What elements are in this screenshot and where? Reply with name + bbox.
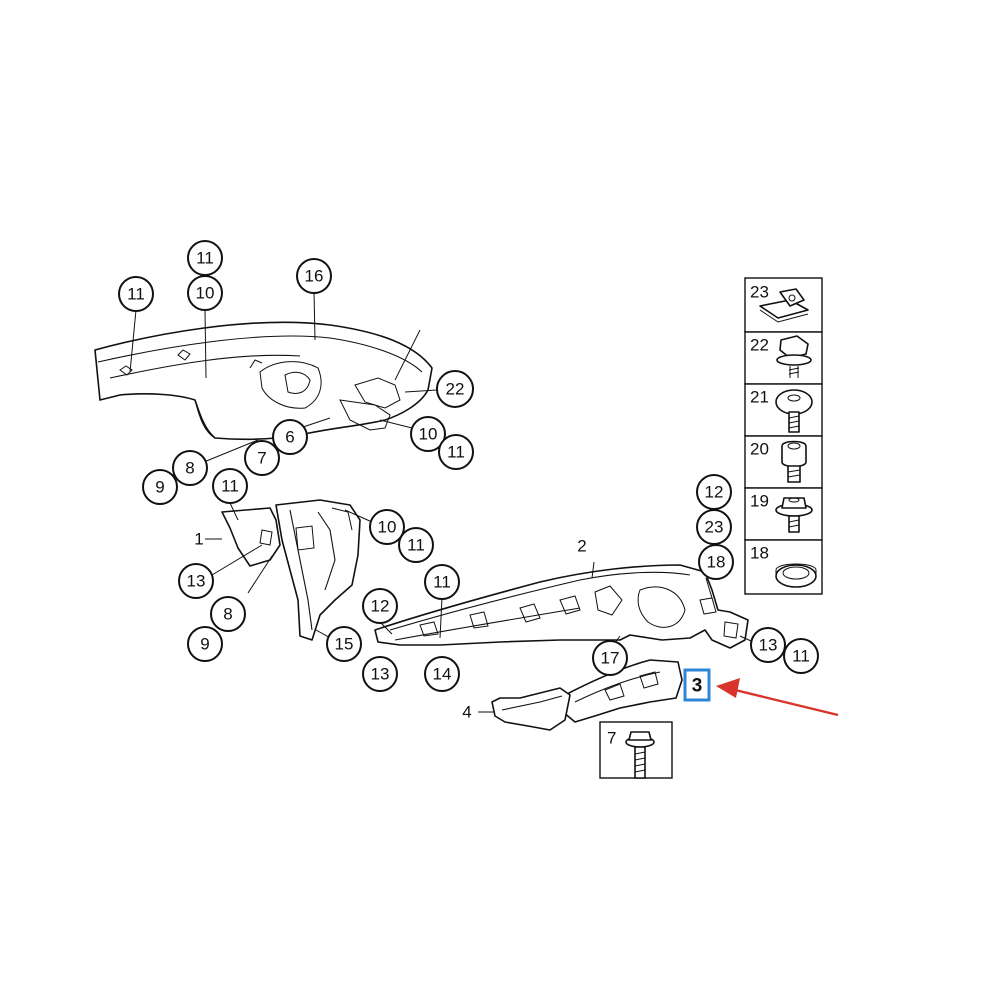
callout-11-a: 11 xyxy=(118,276,154,312)
svg-text:10: 10 xyxy=(378,518,397,537)
socket-bolt-icon xyxy=(781,440,807,483)
svg-text:11: 11 xyxy=(792,647,810,666)
red-arrow xyxy=(716,678,839,717)
legend-item-7: 7 xyxy=(607,729,616,748)
label-part-4: 4 xyxy=(462,703,471,722)
pan-head-screw-icon xyxy=(775,389,813,433)
svg-text:9: 9 xyxy=(155,478,164,497)
left-bracket xyxy=(221,499,361,641)
callout-14: 14 xyxy=(424,656,460,692)
callout-9-a: 9 xyxy=(142,469,178,505)
callout-22: 22 xyxy=(436,370,474,408)
bracket-part-4 xyxy=(491,687,571,731)
callout-11-d: 11 xyxy=(212,468,248,504)
callout-23: 23 xyxy=(696,509,732,545)
svg-text:11: 11 xyxy=(433,573,451,592)
callout-11-c: 11 xyxy=(438,434,474,470)
legend-item-20: 20 xyxy=(750,440,769,459)
callout-11-e: 11 xyxy=(398,527,434,563)
fastener-legend: 23 22 21 20 19 18 xyxy=(599,277,823,779)
svg-text:9: 9 xyxy=(200,635,209,654)
svg-text:11: 11 xyxy=(407,536,425,555)
callout-7: 7 xyxy=(244,440,280,476)
hex-bolt-icon xyxy=(625,731,655,779)
legend-item-19: 19 xyxy=(750,492,769,511)
svg-text:12: 12 xyxy=(705,483,724,502)
legend-item-21: 21 xyxy=(750,388,769,407)
svg-text:13: 13 xyxy=(187,572,206,591)
svg-text:3: 3 xyxy=(692,676,703,697)
callout-12-a: 12 xyxy=(362,588,398,624)
label-part-1: 1 xyxy=(194,530,203,549)
callout-10-c: 10 xyxy=(369,509,405,545)
callout-12-b: 12 xyxy=(696,474,732,510)
svg-text:8: 8 xyxy=(223,605,232,624)
callout-11-f: 11 xyxy=(424,564,460,600)
callout-13-a: 13 xyxy=(178,563,214,599)
svg-text:7: 7 xyxy=(257,449,266,468)
flange-nut-icon xyxy=(776,335,812,378)
svg-text:18: 18 xyxy=(707,553,726,572)
callout-18: 18 xyxy=(698,544,734,580)
ring-grommet-icon xyxy=(775,563,817,588)
svg-text:13: 13 xyxy=(759,636,778,655)
svg-text:10: 10 xyxy=(196,284,215,303)
label-part-2: 2 xyxy=(577,537,586,556)
legend-item-18: 18 xyxy=(750,544,769,563)
svg-text:13: 13 xyxy=(371,665,390,684)
svg-text:12: 12 xyxy=(371,597,390,616)
main-carrier xyxy=(374,564,749,649)
svg-text:10: 10 xyxy=(419,425,438,444)
svg-text:11: 11 xyxy=(127,285,145,304)
flange-screw-icon xyxy=(775,497,813,533)
callout-10-b: 10 xyxy=(410,416,446,452)
callout-8-a: 8 xyxy=(172,450,208,486)
svg-text:16: 16 xyxy=(305,267,324,286)
callout-9-b: 9 xyxy=(187,626,223,662)
support-part-3 xyxy=(562,659,683,723)
svg-text:17: 17 xyxy=(601,649,620,668)
legend-item-23: 23 xyxy=(750,283,769,302)
svg-text:6: 6 xyxy=(285,428,294,447)
callout-11-g: 11 xyxy=(783,638,819,674)
svg-text:23: 23 xyxy=(705,518,724,537)
svg-text:22: 22 xyxy=(446,380,465,399)
callout-13-b: 13 xyxy=(362,656,398,692)
callout-17: 17 xyxy=(592,640,628,676)
highlighted-label-3: 3 xyxy=(683,668,711,702)
callout-15: 15 xyxy=(326,626,362,662)
svg-text:11: 11 xyxy=(221,477,239,496)
svg-text:8: 8 xyxy=(185,459,194,478)
callout-6: 6 xyxy=(272,419,308,455)
legend-item-22: 22 xyxy=(750,336,769,355)
bumper-cover xyxy=(94,321,433,441)
callout-13-c: 13 xyxy=(750,627,786,663)
callout-10-a: 10 xyxy=(187,275,223,311)
svg-text:14: 14 xyxy=(433,665,452,684)
clip-nut-icon xyxy=(759,288,809,323)
callout-11-b: 11 xyxy=(187,240,223,276)
svg-text:11: 11 xyxy=(196,249,214,268)
svg-text:11: 11 xyxy=(447,443,465,462)
callout-8-b: 8 xyxy=(210,596,246,632)
callout-16: 16 xyxy=(296,258,332,294)
svg-text:15: 15 xyxy=(335,635,354,654)
